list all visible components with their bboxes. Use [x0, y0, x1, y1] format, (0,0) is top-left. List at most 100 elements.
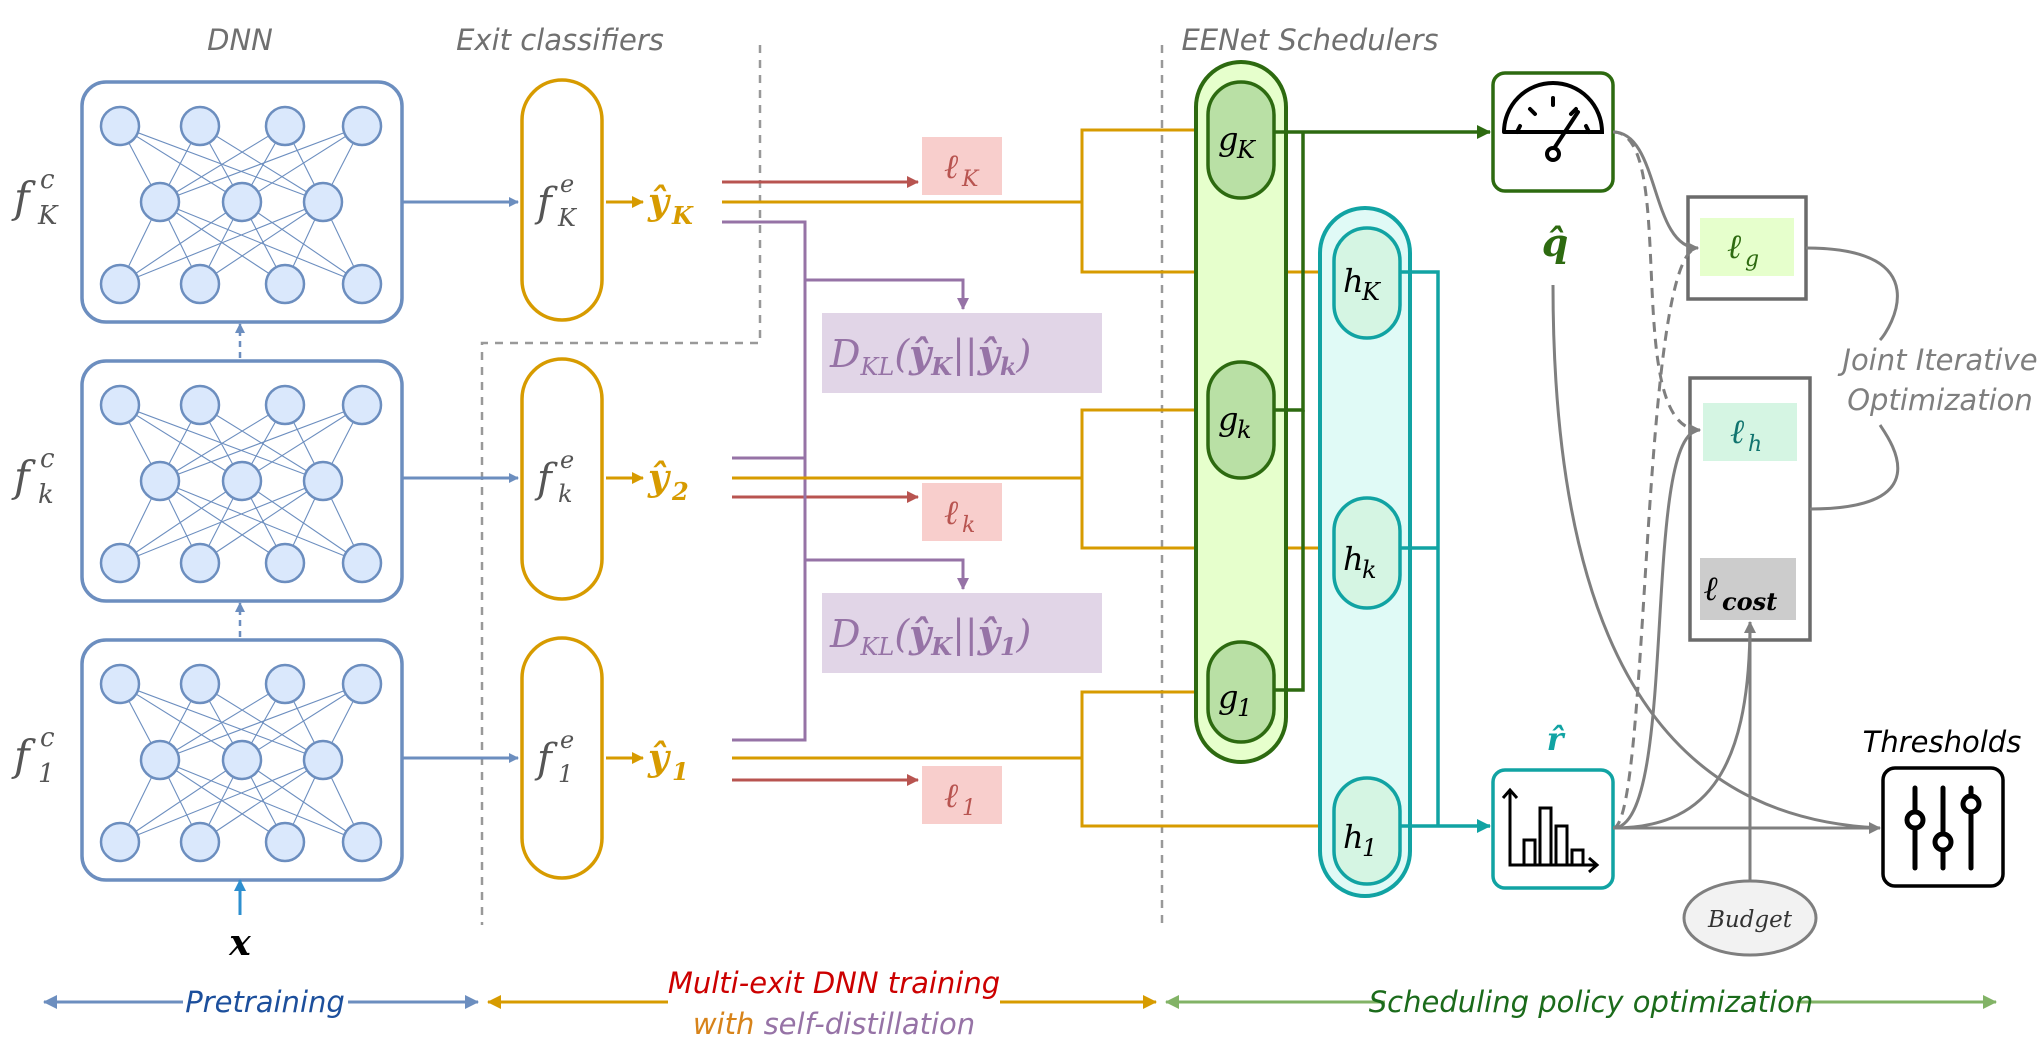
- exit-output-sub: 1: [672, 757, 689, 786]
- loss-cost-highlight: [1700, 558, 1796, 620]
- loss-g-sub: g: [1745, 247, 1759, 272]
- neuron: [341, 663, 383, 705]
- loss-sub: k: [962, 513, 975, 538]
- exit-label-sub: K: [557, 204, 578, 232]
- g-node-symbol: g: [1218, 678, 1238, 716]
- g-node-symbol: g: [1218, 400, 1238, 438]
- g-node-k: [1206, 360, 1276, 480]
- kl-box-1: [822, 593, 1102, 673]
- dnn-block-label: f: [11, 731, 36, 780]
- multi-exit-label-bg: [668, 963, 1000, 1043]
- neuron: [139, 739, 181, 781]
- neuron: [139, 460, 181, 502]
- distill-arrow: [805, 278, 969, 310]
- h-node-symbol: h: [1343, 540, 1364, 578]
- loss-h-symbol: ℓ: [1730, 412, 1744, 452]
- loss-cost-symbol: ℓ: [1704, 569, 1719, 609]
- loss-g-symbol: ℓ: [1727, 227, 1741, 267]
- exit-output-sub: 2: [671, 477, 689, 506]
- exit-output-label: ŷ: [647, 181, 671, 223]
- r-to-loss-h: [1612, 424, 1701, 830]
- distill-line: [722, 220, 807, 742]
- neuron: [179, 384, 221, 426]
- neuron: [179, 105, 221, 147]
- h-node-K: [1332, 226, 1402, 340]
- loss-symbol: ℓ: [944, 776, 958, 816]
- dnn-block-sub: k: [38, 480, 54, 510]
- dnn-block-label: f: [11, 173, 36, 222]
- exit-classifiers-header: Exit classifiers: [456, 23, 664, 57]
- exit-label-sup: e: [560, 726, 574, 754]
- exit-label-sup: e: [560, 170, 574, 198]
- dnn-block-sup: c: [40, 165, 55, 195]
- multi-exit-sub-label: with self-distillation: [693, 1007, 975, 1041]
- neuron: [99, 542, 141, 584]
- g-node-sub: K: [1236, 136, 1257, 164]
- r-to-loss-cost: [1612, 621, 1756, 830]
- neuron: [341, 263, 383, 305]
- scheduling-label: Scheduling policy optimization: [1369, 985, 1814, 1019]
- h-line: [1400, 270, 1440, 826]
- kl-labels: DKL(ŷK||ŷk) DKL(ŷK||ŷ1): [829, 331, 1031, 661]
- multi-exit-self: self-distillation: [764, 1007, 976, 1041]
- multi-exit-with: with: [693, 1007, 755, 1041]
- g-node-K: [1206, 80, 1276, 200]
- scheduling-label-bg: [1385, 985, 1797, 1019]
- g-node-sub: 1: [1237, 694, 1252, 722]
- exit-classifier-k: [520, 357, 604, 601]
- loss-symbol: ℓ: [944, 147, 958, 187]
- neuron: [99, 821, 141, 863]
- dnn-block-sub: 1: [38, 759, 55, 789]
- neuron: [179, 263, 221, 305]
- loss-symbol: ℓ: [944, 493, 958, 533]
- neuron: [264, 105, 306, 147]
- dnn-header: DNN: [207, 23, 273, 57]
- loss-g-highlight: [1700, 218, 1794, 276]
- r-to-loss-g-dashed: [1612, 242, 1699, 830]
- kl-label: DKL(ŷK||ŷ1): [829, 611, 1031, 661]
- pred-line-K: [722, 128, 1208, 204]
- neuron: [221, 460, 263, 502]
- budget-ellipse: [1682, 879, 1818, 957]
- pred-line-1: [732, 690, 1208, 760]
- pred-line-1: [1080, 758, 1334, 828]
- exit-label-sub: 1: [558, 760, 573, 788]
- neuron: [139, 181, 181, 223]
- loss-h-sub: h: [1748, 432, 1762, 457]
- r-hat-label: r̂: [1547, 720, 1566, 758]
- h-node-symbol: h: [1343, 818, 1364, 856]
- h-node-sub: k: [1362, 556, 1377, 584]
- pretraining-label-bg: [183, 985, 348, 1019]
- h-node-k: [1332, 496, 1402, 610]
- dnn-block-sup: c: [40, 723, 55, 753]
- joint-curve-top: [1805, 246, 1899, 342]
- h-node-symbol: h: [1343, 262, 1364, 300]
- h-node-1: [1332, 776, 1402, 886]
- neuron: [302, 739, 344, 781]
- loss-h-highlight: [1703, 403, 1797, 461]
- neuron: [221, 739, 263, 781]
- schedulers-header: EENet Schedulers: [1181, 23, 1438, 57]
- neuron: [221, 181, 263, 223]
- sliders-icon: [1904, 785, 1982, 871]
- neuron: [302, 460, 344, 502]
- loss-box-k: [922, 483, 1002, 541]
- exit-output-sub: K: [671, 201, 694, 230]
- q-to-thresholds-curve: [1551, 284, 1881, 830]
- bar-chart-icon: [1501, 787, 1600, 874]
- neuron: [264, 821, 306, 863]
- neuron: [341, 821, 383, 863]
- exit-classifier-K: [520, 78, 604, 322]
- dnn-block-sup: c: [40, 444, 55, 474]
- kl-label: DKL(ŷK||ŷk): [829, 331, 1031, 381]
- g-node-symbol: g: [1218, 120, 1238, 158]
- q-to-loss-g: [1612, 130, 1699, 254]
- loss-box-K: [922, 137, 1002, 195]
- neuron: [341, 384, 383, 426]
